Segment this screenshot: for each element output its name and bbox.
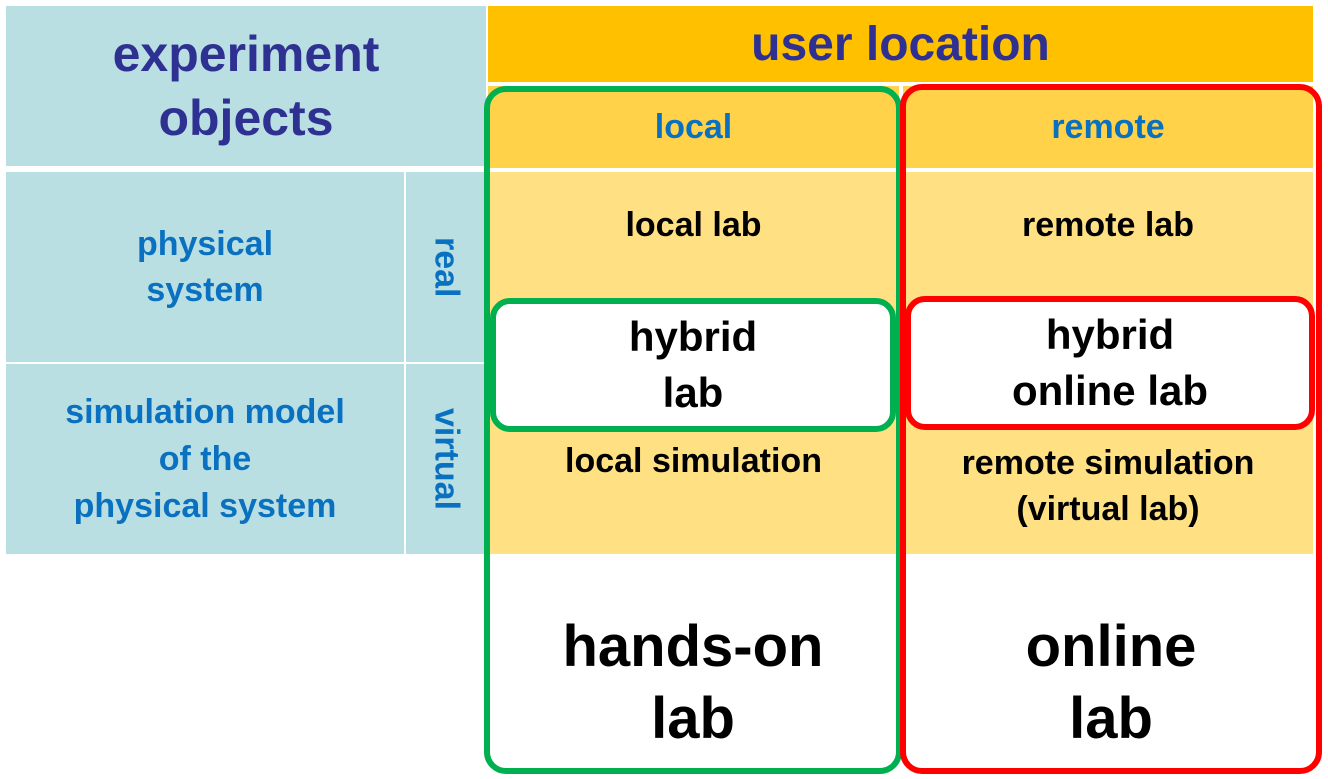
remote-label: remote [1051, 107, 1165, 146]
sim-line1: simulation model [65, 392, 345, 431]
hybrid-online-line1: hybrid [1045, 311, 1175, 358]
virtual-row-label: virtual [406, 364, 486, 554]
remote-simulation-line2: (virtual lab) [1016, 490, 1200, 528]
hybrid-online-line2: online lab [1011, 367, 1208, 414]
remote-simulation-cell: remote simulation (virtual lab) [903, 436, 1313, 536]
hybrid-lab-pill: hybrid lab [490, 298, 896, 432]
hands-on-line1: hands-on [562, 614, 824, 679]
local-lab-label: local lab [625, 206, 762, 244]
local-column-header: local [488, 86, 899, 168]
remote-column-header: remote [903, 86, 1313, 168]
real-label: real [427, 236, 466, 298]
sim-line3: physical system [73, 486, 337, 525]
physical-system-row-header: physical system [6, 172, 404, 362]
online-line2: lab [1069, 686, 1153, 751]
hybrid-lab-line2: lab [662, 369, 724, 416]
online-line1: online [1025, 614, 1197, 679]
hybrid-lab-line1: hybrid [628, 313, 758, 360]
local-label: local [654, 107, 733, 146]
real-row-label: real [406, 172, 486, 362]
experiment-objects-line2: objects [158, 90, 334, 146]
physical-line2: system [146, 271, 264, 309]
user-location-label: user location [751, 17, 1050, 71]
hands-on-lab-label: hands-on lab [490, 608, 896, 758]
remote-lab-label: remote lab [1022, 206, 1194, 244]
experiment-objects-header: experiment objects [6, 6, 486, 166]
online-lab-label: online lab [906, 608, 1316, 758]
hybrid-online-lab-pill: hybrid online lab [905, 296, 1315, 430]
virtual-label: virtual [427, 407, 466, 511]
experiment-objects-line1: experiment [112, 26, 380, 82]
simulation-model-row-header: simulation model of the physical system [6, 364, 404, 554]
local-simulation-label: local simulation [565, 441, 822, 480]
hands-on-lab-frame [484, 86, 902, 774]
local-simulation-cell: local simulation [488, 436, 899, 486]
physical-line1: physical [136, 225, 274, 263]
hands-on-line2: lab [651, 686, 735, 751]
user-location-header: user location [488, 6, 1313, 82]
online-lab-frame [900, 84, 1322, 774]
sim-line2: of the [158, 439, 252, 478]
remote-simulation-line1: remote simulation [961, 444, 1255, 482]
